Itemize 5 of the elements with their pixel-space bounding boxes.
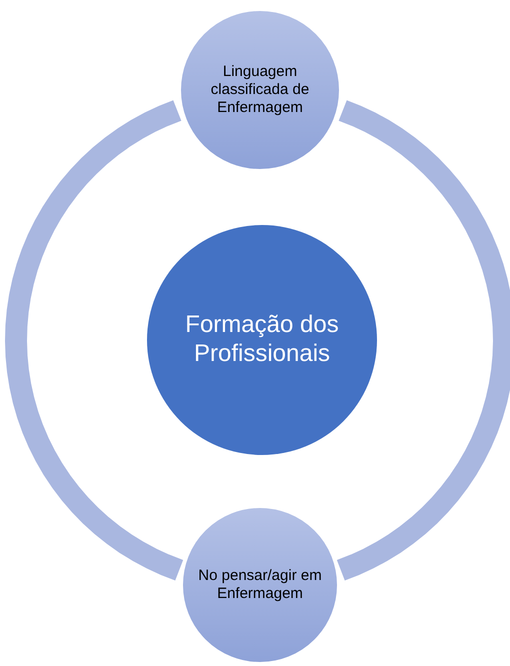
node-label: Formação dos Profissionais	[184, 311, 340, 369]
node-label: Linguagem classificada de Enfermagem	[210, 63, 310, 117]
ring-arc	[5, 100, 184, 580]
node-label: No pensar/agir em Enfermagem	[197, 567, 323, 603]
ring-arc	[336, 100, 510, 580]
